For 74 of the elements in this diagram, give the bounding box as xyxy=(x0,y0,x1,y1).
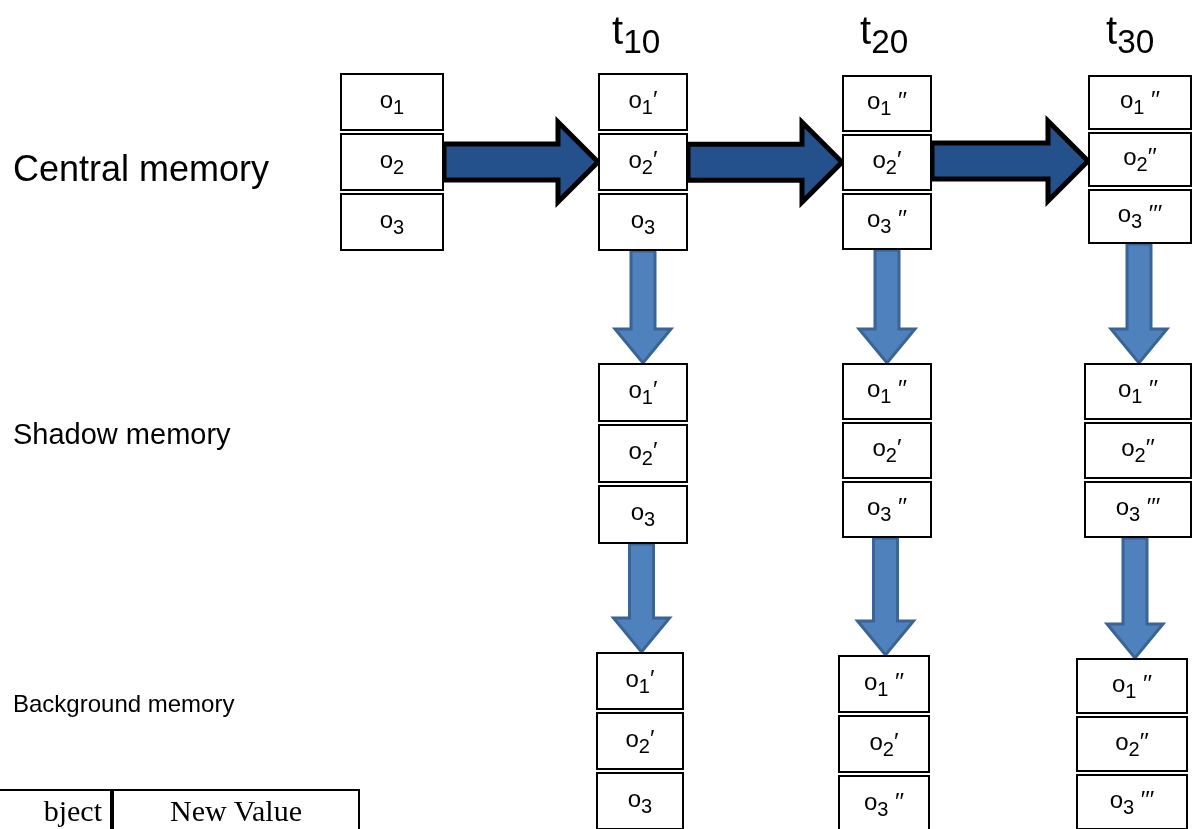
time-label: t$_{10}$ xyxy=(612,8,661,61)
memory-cell xyxy=(1084,422,1192,479)
memory-cell xyxy=(596,652,684,710)
memory-cell xyxy=(842,193,932,250)
row-label: Shadow memory xyxy=(13,418,231,451)
object-label: o$_{3}$ ′′′ xyxy=(1117,200,1163,233)
memory-cell xyxy=(1076,716,1188,772)
memory-cell xyxy=(598,424,688,483)
object-label: o$_{1}$′ xyxy=(628,376,658,409)
object-label: o$_{1}$ ′′ xyxy=(866,375,908,408)
object-label: o$_{3}$ xyxy=(630,205,656,239)
memory-cell xyxy=(340,193,444,251)
block-arrow xyxy=(610,542,673,655)
block-arrow xyxy=(855,248,919,366)
object-label: o$_{3}$ xyxy=(627,784,653,818)
object-label: o$_{2}$′ xyxy=(872,146,902,179)
object-label: o$_{2}$′ xyxy=(628,145,658,179)
time-label: t$_{20}$ xyxy=(860,8,909,61)
memory-cell xyxy=(598,485,688,544)
row-label: Background memory xyxy=(13,690,235,718)
memory-cell xyxy=(1088,132,1192,187)
object-label: o$_{3}$ xyxy=(630,498,656,531)
memory-cell xyxy=(842,481,932,538)
object-label: o$_{3}$ ′′ xyxy=(863,787,905,821)
object-label: o$_{2}$′ xyxy=(625,724,655,758)
object-label: o$_{3}$ ′′′ xyxy=(1115,493,1161,526)
time-label: t$_{30}$ xyxy=(1106,8,1155,61)
memory-cell xyxy=(598,193,688,251)
memory-cell xyxy=(838,655,930,713)
memory-cell xyxy=(1076,658,1188,714)
object-label: o$_{2}$′′ xyxy=(1123,143,1157,176)
block-arrow xyxy=(611,249,675,366)
memory-cell xyxy=(842,363,932,420)
object-label: o$_{2}$′′ xyxy=(1121,434,1155,467)
memory-cell xyxy=(598,133,688,191)
object-label: o$_{2}$′ xyxy=(872,434,902,467)
object-label: o$_{3}$ ′′ xyxy=(866,493,908,526)
object-label: o$_{1}$ ′′ xyxy=(1119,86,1161,119)
row-label: Central memory xyxy=(13,148,270,190)
memory-cell xyxy=(598,73,688,131)
memory-cell xyxy=(596,712,684,770)
memory-cell xyxy=(1088,189,1192,244)
memory-cell xyxy=(340,133,444,191)
object-label: o$_{2}$′ xyxy=(628,437,658,470)
object-label: o$_{1}$ xyxy=(379,85,405,119)
object-label: o$_{3}$ ′′ xyxy=(866,205,908,238)
memory-cell xyxy=(598,363,688,422)
memory-cell xyxy=(838,775,930,829)
object-label: o$_{2}$′ xyxy=(869,727,899,761)
object-label: o$_{1}$ ′′ xyxy=(863,667,905,701)
memory-cell xyxy=(838,715,930,773)
object-label: o$_{1}$′ xyxy=(628,85,658,119)
block-arrow xyxy=(1107,242,1171,366)
object-label: o$_{1}$ ′′ xyxy=(866,87,908,120)
memory-cell xyxy=(842,134,932,191)
memory-cell xyxy=(340,73,444,131)
block-arrow xyxy=(854,536,917,658)
memory-cell xyxy=(596,772,684,829)
memory-cell xyxy=(842,422,932,479)
memory-cell xyxy=(842,75,932,132)
object-label: o$_{2}$′′ xyxy=(1115,727,1149,761)
memory-cell xyxy=(1076,774,1188,829)
block-arrow xyxy=(1103,536,1167,661)
table-header-cell: bject xyxy=(0,789,112,829)
object-label: o$_{3}$ ′′′ xyxy=(1109,785,1155,819)
object-label: o$_{1}$ ′′ xyxy=(1117,375,1159,408)
memory-cell xyxy=(1088,75,1192,130)
object-label: o$_{3}$ xyxy=(379,205,405,239)
object-label: o$_{1}$′ xyxy=(625,664,655,698)
memory-cell xyxy=(1084,363,1192,420)
table-header-cell: New Value xyxy=(112,789,360,829)
object-label: o$_{1}$ ′′ xyxy=(1111,669,1153,703)
memory-cell xyxy=(1084,481,1192,538)
object-label: o$_{2}$ xyxy=(379,145,405,179)
